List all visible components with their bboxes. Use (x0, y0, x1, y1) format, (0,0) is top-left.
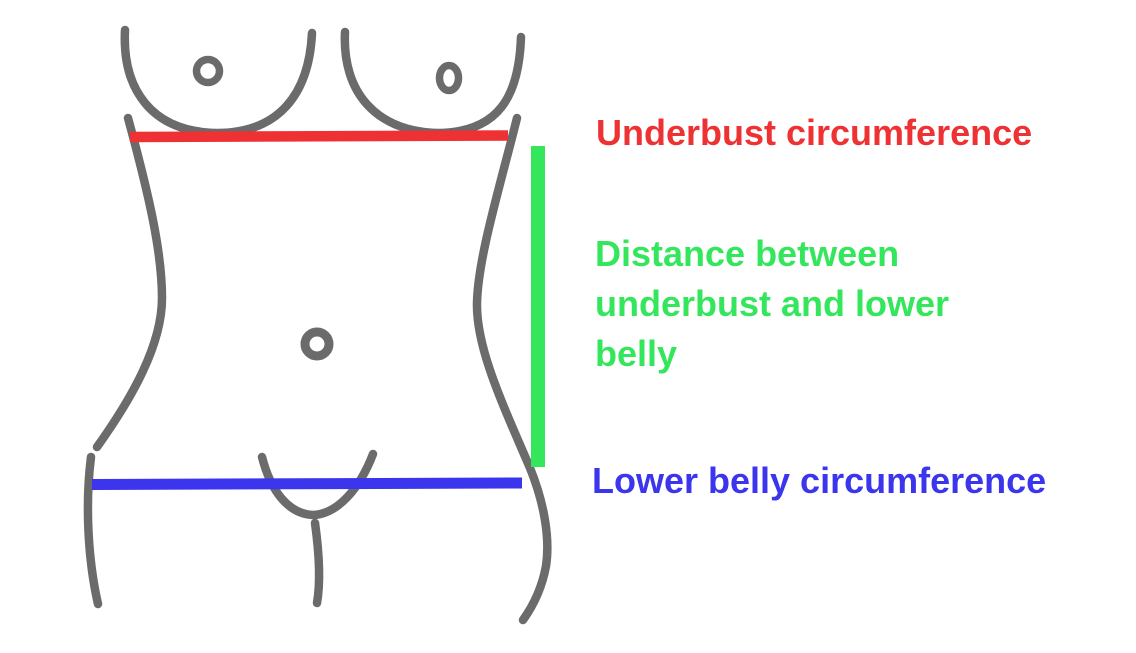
lower-belly-measure-line (91, 477, 523, 490)
crotch-line (310, 518, 324, 608)
lower-belly-label: Lower belly circumference (592, 460, 1047, 501)
distance-label-line1: Distance between (595, 233, 900, 274)
right-breast-outline (340, 27, 526, 138)
left-nipple-icon (192, 55, 224, 87)
left-thigh-outline (83, 452, 103, 609)
left-torso-outline (92, 113, 167, 452)
distance-label-line3: belly (595, 333, 678, 374)
underbust-label: Underbust circumference (596, 112, 1033, 153)
belly-button-icon (300, 327, 334, 361)
underbust-measure-line (129, 130, 509, 143)
right-nipple-icon (435, 61, 463, 95)
distance-label-line2: underbust and lower (595, 283, 950, 324)
right-torso-outline (472, 113, 552, 625)
distance-label: Distance between underbust and lower bel… (595, 229, 949, 379)
distance-measure-bar (531, 146, 545, 467)
